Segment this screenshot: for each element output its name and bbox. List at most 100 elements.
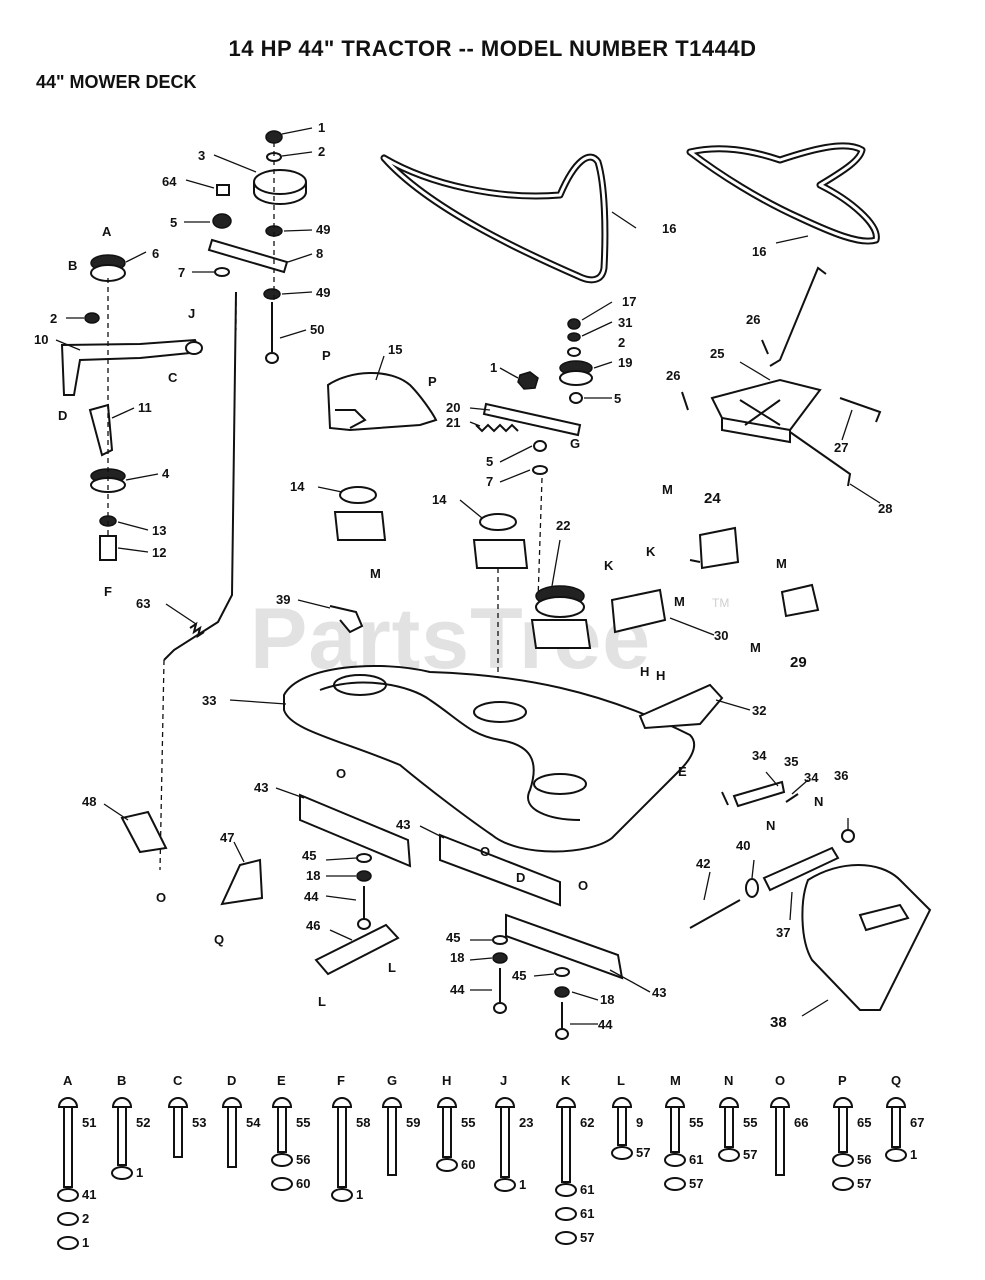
hardware-part-number: 57 [689,1176,703,1191]
spacer-part-12 [99,535,117,561]
callout-4: 4 [162,466,170,481]
hardware-letter: H [442,1073,451,1088]
callout-10: 10 [34,332,48,347]
tag-letter-k-right: K [646,544,656,559]
hardware-letter: M [670,1073,681,1088]
idler-arm-part-8 [207,238,289,274]
bolt-shaft-icon [337,1106,347,1188]
hardware-part-number: 58 [356,1115,370,1130]
washer-part-49-bottom [263,288,281,300]
callout-1: 1 [318,120,325,135]
callout-18-c: 18 [600,992,614,1007]
hardware-part-number: 2 [82,1211,89,1226]
hardware-part-number: 1 [356,1187,363,1202]
bolt-shaft-icon [500,1106,510,1178]
tag-letter-n-left: N [766,818,775,833]
callout-5-lower: 5 [486,454,493,469]
pulley-part-6 [90,254,126,282]
bolt-part-44-c [555,1002,569,1040]
hardware-washer-nut-icon [555,1183,577,1197]
hardware-column-o: O66 [769,1073,808,1176]
bolt-head-icon [832,1097,854,1108]
hardware-column-g: G59 [381,1073,420,1176]
lift-bracket-part-25 [710,266,827,444]
bolt-shaft-icon [227,1106,237,1168]
hardware-column-d: D54 [221,1073,261,1168]
hardware-part-number: 65 [857,1115,871,1130]
tag-letter-e: E [678,764,687,779]
bolt-shaft-icon [670,1106,680,1153]
bolt-head-icon [57,1097,79,1108]
tag-letter-m-29-top: M [776,556,787,571]
bolt-shaft-icon [891,1106,901,1148]
tag-letter-m-30: M [674,594,685,609]
callout-8: 8 [316,246,323,261]
washer-part-18-b [492,952,508,964]
washer-part-18-a [356,870,372,882]
bolt-shaft-icon [117,1106,127,1166]
bolt-head-icon [221,1097,243,1108]
bushing-part-64 [216,184,230,196]
hardware-column-c: C53 [167,1073,206,1158]
callout-35: 35 [784,754,798,769]
hardware-part-number: 56 [857,1152,871,1167]
hardware-part-number: 1 [519,1177,526,1192]
mower-deck-part-33 [283,664,696,853]
hardware-washer-nut-icon [271,1177,293,1191]
hardware-washer-nut-icon [664,1177,686,1191]
callout-13: 13 [152,523,166,538]
bolt-shaft-icon [561,1106,571,1183]
hardware-washer-nut-icon [664,1153,686,1167]
callout-32: 32 [752,703,766,718]
tag-letter-g: G [570,436,580,451]
bracket-arm-part-10 [60,338,203,396]
bolt-head-icon [718,1097,740,1108]
bearing-part-5 [212,213,232,229]
hardware-washer-nut-icon [611,1146,633,1160]
section-subtitle: 44" MOWER DECK [36,72,197,92]
callout-11: 11 [138,400,152,415]
tag-letter-m-39: M [370,566,381,581]
callout-27: 27 [834,440,848,455]
hardware-part-number: 55 [689,1115,703,1130]
callout-16-right: 16 [752,244,766,259]
hardware-letter: A [63,1073,73,1088]
tag-letter-m-29-bottom: M [750,640,761,655]
hardware-part-number: 57 [857,1176,871,1191]
callout-29: 29 [790,654,807,671]
tag-letter-o-center: O [480,844,490,859]
callout-43-right: 43 [652,985,666,1000]
callout-14-left: 14 [290,479,305,494]
hardware-part-number: 60 [461,1157,475,1172]
discharge-chute-part-38 [801,864,932,1011]
tag-letter-l-right: L [388,960,396,975]
hardware-part-number: 66 [794,1115,808,1130]
washer-part-45-c [554,967,570,977]
bolt-head-icon [494,1097,516,1108]
callout-46: 46 [306,918,320,933]
hardware-part-number: 55 [461,1115,475,1130]
callout-34-right: 34 [804,770,819,785]
link-part-35 [732,780,786,808]
callout-28: 28 [878,501,892,516]
hardware-letter: N [724,1073,733,1088]
tag-letter-b: B [68,258,77,273]
hardware-part-number: 1 [82,1235,89,1250]
idler-pulley-part-19 [559,360,593,386]
washer-part-7-right [532,465,548,475]
bolt-shaft-icon [724,1106,734,1148]
bolt-head-icon [331,1097,353,1108]
hardware-part-number: 59 [406,1115,420,1130]
callout-2-left: 2 [50,311,57,326]
callout-26-left: 26 [666,368,680,383]
tag-letter-h-right: H [656,668,665,683]
hardware-letter: Q [891,1073,901,1088]
hardware-letter: K [561,1073,571,1088]
callout-42: 42 [696,856,710,871]
callout-5-right: 5 [614,391,621,406]
hardware-washer-nut-icon [832,1177,854,1191]
callout-2: 2 [318,144,325,159]
